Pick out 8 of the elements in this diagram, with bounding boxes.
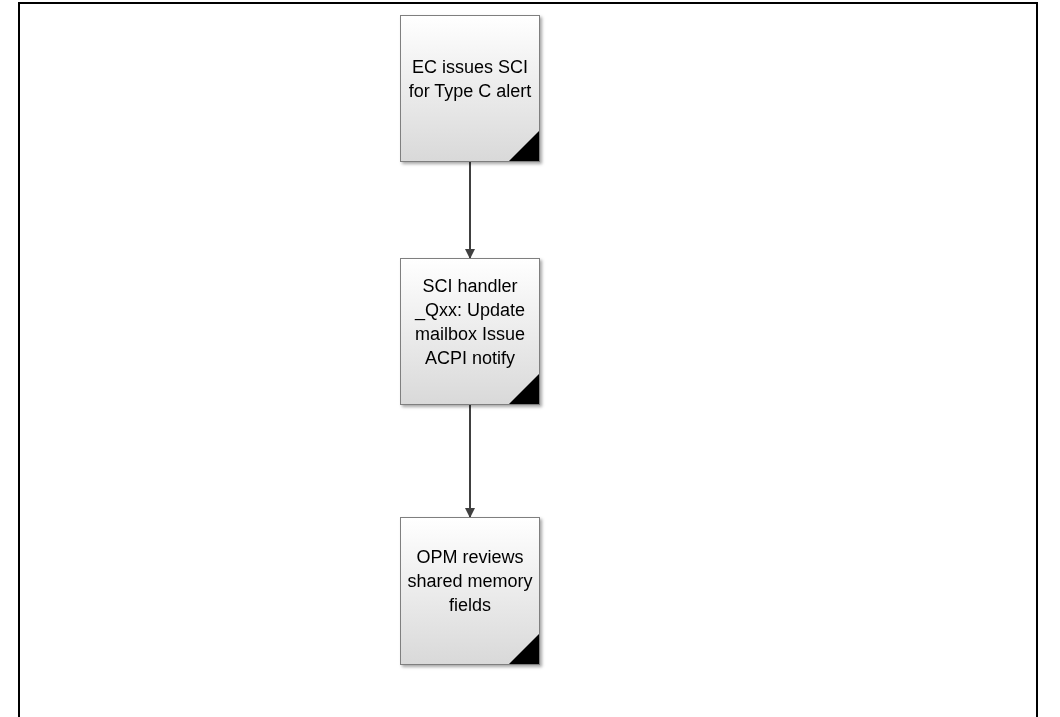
arrow bbox=[465, 404, 475, 518]
box-text: EC issues SCI for Type C alert bbox=[407, 55, 533, 103]
process-box bbox=[400, 15, 540, 162]
arrow bbox=[465, 161, 475, 259]
process-box bbox=[400, 258, 540, 405]
process-box bbox=[400, 517, 540, 665]
box-text: OPM reviews shared memory fields bbox=[406, 546, 534, 617]
box-text: SCI handler _Qxx: Update mailbox Issue ACPI notify bbox=[413, 274, 527, 370]
